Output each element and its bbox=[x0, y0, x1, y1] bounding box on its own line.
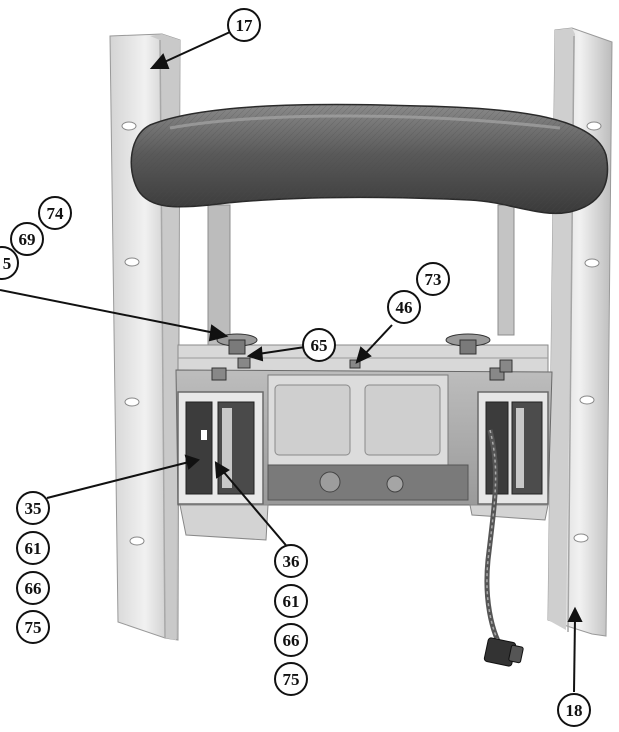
callout-46: 46 bbox=[387, 290, 421, 324]
callout-label: 61 bbox=[25, 539, 42, 558]
callout-label: 74 bbox=[47, 204, 65, 223]
callout-label: 35 bbox=[25, 499, 42, 518]
post-slot bbox=[121, 121, 137, 131]
right-post bbox=[547, 27, 613, 637]
callout-69: 69 bbox=[10, 222, 44, 256]
callouts: 17 74 69 5 73 46 65 35 bbox=[0, 8, 591, 727]
callout-36: 36 bbox=[274, 544, 308, 578]
rubber-handle bbox=[130, 103, 609, 215]
box-housing bbox=[175, 369, 553, 506]
left-clamp-block bbox=[177, 391, 264, 505]
post-slot bbox=[124, 257, 140, 267]
callout-label: 61 bbox=[283, 592, 300, 611]
cable-connector bbox=[483, 429, 524, 667]
callout-75-right: 75 bbox=[274, 662, 308, 696]
left-knob bbox=[211, 333, 258, 381]
callout-35: 35 bbox=[16, 491, 50, 525]
callout-61-left: 61 bbox=[16, 531, 50, 565]
leader-lines bbox=[0, 31, 583, 693]
callout-label: 65 bbox=[311, 336, 328, 355]
callout-label: 75 bbox=[283, 670, 300, 689]
post-slot bbox=[584, 258, 600, 268]
lower-frame bbox=[179, 504, 549, 541]
callout-61-right: 61 bbox=[274, 584, 308, 618]
callout-label: 66 bbox=[283, 631, 300, 650]
callout-73: 73 bbox=[416, 262, 450, 296]
callout-label: 36 bbox=[283, 552, 300, 571]
callout-18: 18 bbox=[557, 693, 591, 727]
callout-label: 75 bbox=[25, 618, 42, 637]
callout-66-right: 66 bbox=[274, 623, 308, 657]
right-clamp-block bbox=[477, 391, 549, 505]
callout-75-left: 75 bbox=[16, 610, 50, 644]
post-slot bbox=[129, 536, 145, 546]
callout-label: 5 bbox=[3, 254, 12, 273]
callout-label: 73 bbox=[425, 270, 442, 289]
center-screw bbox=[349, 359, 361, 369]
callout-74: 74 bbox=[38, 196, 72, 230]
callout-65: 65 bbox=[302, 328, 336, 362]
post-slot bbox=[586, 121, 602, 131]
post-slot bbox=[573, 533, 589, 543]
callout-17: 17 bbox=[227, 8, 261, 42]
callout-label: 18 bbox=[566, 701, 583, 720]
callout-label: 46 bbox=[396, 298, 413, 317]
callout-label: 17 bbox=[236, 16, 254, 35]
callout-66-left: 66 bbox=[16, 571, 50, 605]
callout-label: 66 bbox=[25, 579, 42, 598]
callout-5: 5 bbox=[0, 246, 19, 280]
right-knob bbox=[445, 333, 513, 381]
post-slot bbox=[579, 395, 595, 405]
callout-label: 69 bbox=[19, 230, 36, 249]
post-slot bbox=[124, 397, 140, 407]
